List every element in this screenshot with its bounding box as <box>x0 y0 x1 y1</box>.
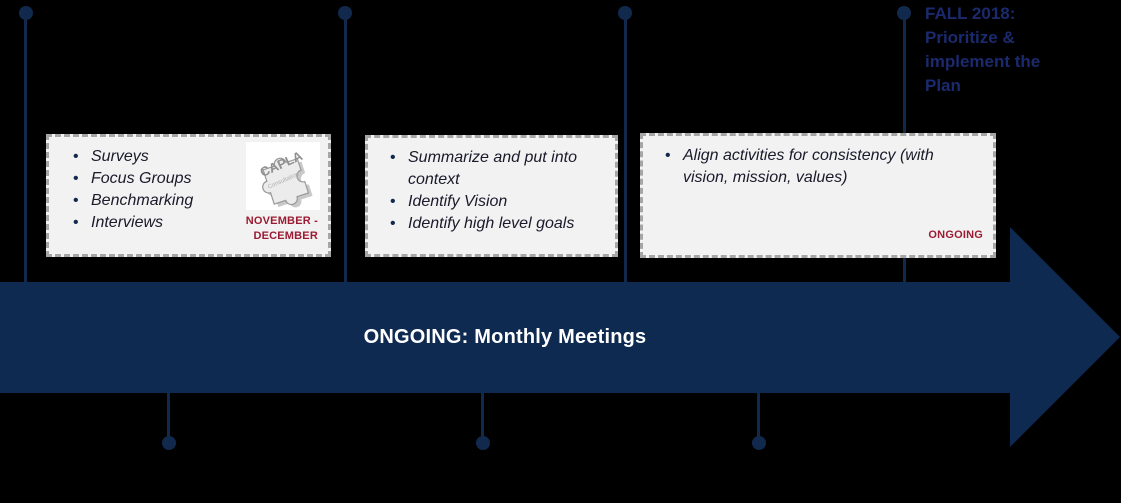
timeline-arrow: ONGOING: Monthly Meetings <box>0 282 1010 393</box>
milestone-line <box>344 13 347 282</box>
align-activity-list: Align activities for consistency (with v… <box>643 136 993 189</box>
date-label-ongoing: ONGOING <box>928 229 983 241</box>
fall-2018-label: FALL 2018: Prioritize & implement the Pl… <box>925 4 1041 95</box>
vision-activity-list: Summarize and put into context Identify … <box>368 138 615 235</box>
list-item: Focus Groups <box>69 168 241 190</box>
callout-box-align: Align activities for consistency (with v… <box>640 133 996 258</box>
milestone-dot-icon <box>752 436 766 450</box>
milestone-dot-icon <box>162 436 176 450</box>
milestone-line <box>24 13 27 282</box>
list-item: Summarize and put into context <box>386 147 613 191</box>
list-item: Surveys <box>69 146 241 168</box>
milestone-line <box>481 393 484 437</box>
timeline-arrow-head <box>1010 227 1120 447</box>
arrow-label: ONGOING: Monthly Meetings <box>363 326 647 348</box>
milestone-line <box>624 13 627 282</box>
list-item: Identify Vision <box>386 191 613 213</box>
milestone-dot-icon <box>476 436 490 450</box>
list-item: Benchmarking <box>69 190 241 212</box>
callout-box-research: Surveys Focus Groups Benchmarking Interv… <box>46 134 331 257</box>
milestone-line <box>757 393 760 437</box>
research-activity-list: Surveys Focus Groups Benchmarking Interv… <box>49 137 328 234</box>
list-item: Identify high level goals <box>386 213 613 235</box>
list-item: Interviews <box>69 212 241 234</box>
callout-box-vision: Summarize and put into context Identify … <box>365 135 618 257</box>
list-item: Align activities for consistency (with v… <box>661 145 981 189</box>
date-label-nov-dec: NOVEMBER - DECEMBER <box>245 215 318 242</box>
capla-puzzle-logo: CAPLA Consultation <box>246 142 320 210</box>
milestone-line <box>167 393 170 437</box>
